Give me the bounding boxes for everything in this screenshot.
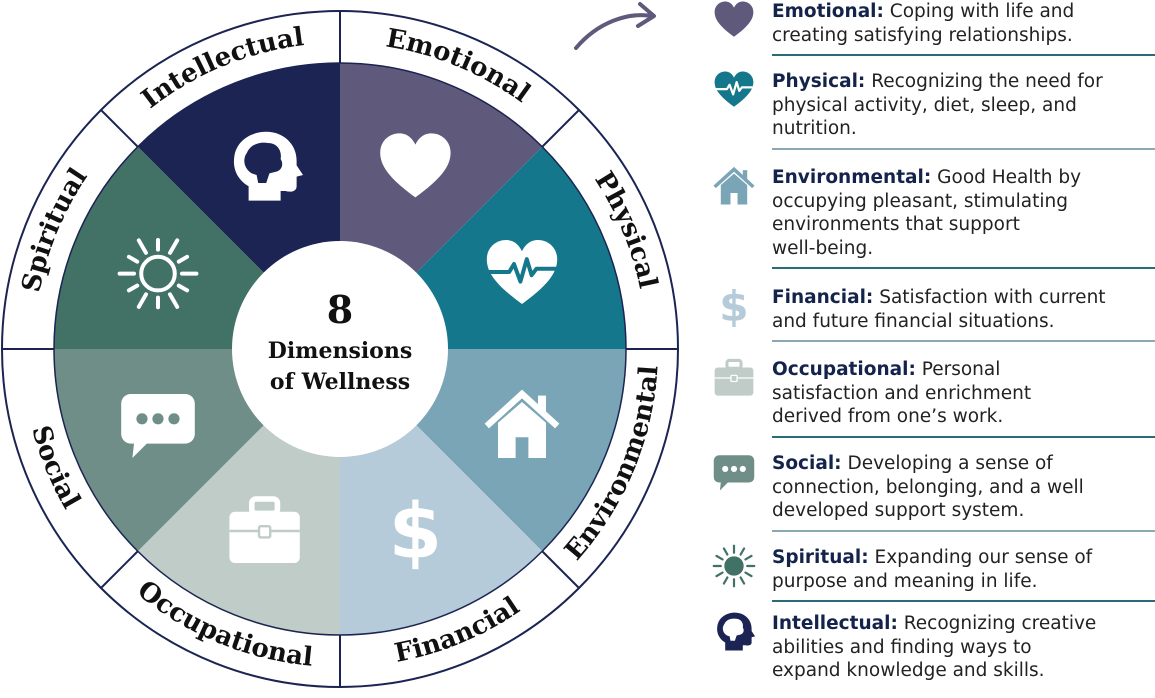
sun-icon xyxy=(712,544,756,588)
legend-title: Occupational: xyxy=(772,359,916,380)
arrow-icon xyxy=(574,13,654,50)
center-title-line2: of Wellness xyxy=(270,369,410,395)
legend-title: Intellectual: xyxy=(772,613,898,634)
arrow-head-icon xyxy=(636,2,656,28)
legend-description-line: Recognizing creative xyxy=(897,613,1097,634)
heart-icon xyxy=(380,133,451,198)
legend-description-line: connection, belonging, and a well xyxy=(772,476,1084,498)
center-title-line1: Dimensions xyxy=(268,338,413,364)
svg-text:$: $ xyxy=(719,284,748,328)
legend-description-line: developed support system. xyxy=(772,500,1025,521)
legend-divider xyxy=(772,147,1155,150)
legend-description-line: Coping with life and xyxy=(883,1,1075,22)
briefcase-icon xyxy=(714,358,754,396)
legend-description-line: purpose and meaning in life. xyxy=(772,570,1038,592)
head-icon xyxy=(233,131,304,201)
chat-bubble-icon xyxy=(713,455,755,491)
legend-description-line: derived from one’s work. xyxy=(772,406,1004,427)
legend-title: Social: xyxy=(772,453,842,474)
house-icon xyxy=(713,166,755,205)
svg-text:$: $ xyxy=(389,488,442,577)
legend-description-line: well-being. xyxy=(772,237,874,259)
legend-description-line: Recognizing the need for xyxy=(865,71,1103,92)
legend-description-line: Satisfaction with current xyxy=(873,287,1106,308)
legend-divider xyxy=(772,267,1155,269)
dollar-icon: $ xyxy=(389,488,442,577)
wheel-divider xyxy=(541,109,580,148)
legend-title: Spiritual: xyxy=(772,547,869,568)
legend-divider xyxy=(772,54,1155,56)
head-icon xyxy=(717,612,756,651)
legend-description-line: abilities and finding ways to xyxy=(772,636,1032,658)
legend-divider xyxy=(772,529,1155,532)
wheel-inner-ring xyxy=(53,62,627,636)
legend-description-line: nutrition. xyxy=(772,118,857,139)
chat-bubble-icon xyxy=(121,393,195,458)
legend-description-line: Expanding our sense of xyxy=(868,547,1093,568)
legend-description-line: Good Health by xyxy=(931,167,1082,188)
wheel-divider xyxy=(100,109,139,148)
legend-description-line: occupying pleasant, stimulating xyxy=(772,190,1068,212)
legend-description-line: and future financial situations. xyxy=(772,310,1055,332)
wheel-divider xyxy=(100,550,139,589)
legend-description-line: physical activity, diet, sleep, and xyxy=(772,94,1077,116)
heartbeat-icon xyxy=(714,71,754,107)
legend-title: Environmental: xyxy=(772,167,932,188)
house-icon xyxy=(484,389,560,458)
legend-divider xyxy=(772,435,1155,438)
legend-description-line: Developing a sense of xyxy=(841,453,1053,474)
legend-description-line: satisfaction and enrichment xyxy=(772,382,1032,404)
legend-description-line: creating satisfying relationships. xyxy=(772,24,1073,46)
heartbeat-icon xyxy=(486,240,558,305)
center-number: 8 xyxy=(327,287,353,332)
dollar-icon: $ xyxy=(719,284,748,328)
legend-divider xyxy=(772,340,1155,342)
legend-description-line: expand knowledge and skills. xyxy=(772,660,1045,681)
legend-title: Physical: xyxy=(772,71,866,92)
briefcase-icon xyxy=(229,496,300,564)
heart-icon xyxy=(714,1,754,37)
legend-divider xyxy=(772,600,1155,602)
sun-icon xyxy=(117,238,199,310)
center-disc xyxy=(232,241,448,457)
legend-title: Financial: xyxy=(772,287,874,308)
wheel-divider xyxy=(541,550,580,589)
legend-description-line: environments that support xyxy=(772,214,1020,235)
legend-description-line: Personal xyxy=(915,359,1001,380)
legend-title: Emotional: xyxy=(772,1,884,22)
